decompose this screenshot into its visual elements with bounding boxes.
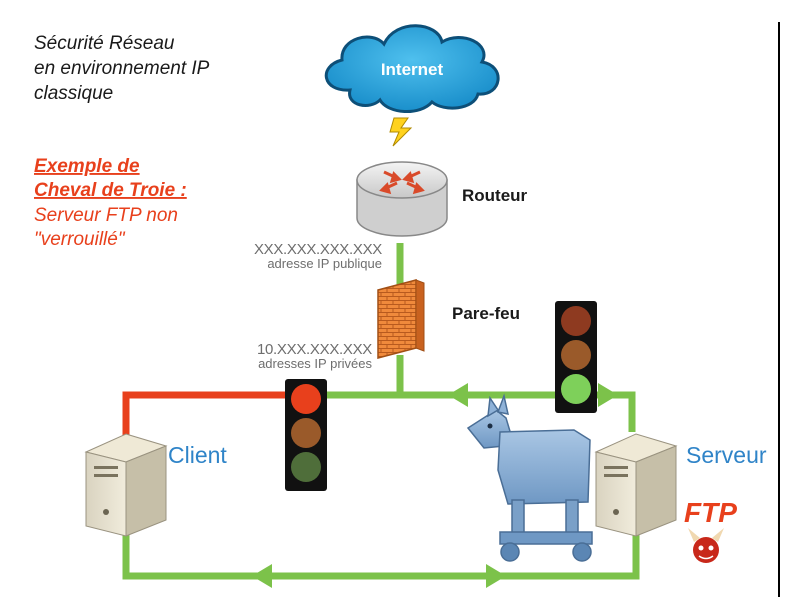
- arrow-left-icon: [448, 383, 468, 407]
- arrow-left-icon: [252, 564, 272, 588]
- arrow-right-icon: [486, 564, 506, 588]
- private-ip-address: 10.XXX.XXX.XXX: [257, 341, 372, 358]
- server-label: Serveur: [686, 442, 767, 468]
- traffic-light-icon: [555, 301, 597, 413]
- light-amber-off: [561, 340, 591, 370]
- lan-top-link: [315, 391, 636, 432]
- router-icon: [356, 161, 448, 237]
- trojan-horse-icon: [466, 393, 593, 562]
- brick-firewall-icon: [377, 279, 425, 359]
- tower-computer-icon: [84, 433, 168, 537]
- example-heading-2: Cheval de Troie :: [34, 180, 187, 201]
- daemon-icon: [688, 528, 724, 563]
- lan-bottom-link: [122, 532, 640, 580]
- ftp-label: FTP: [684, 497, 737, 528]
- private-ip-label: adresses IP privées: [258, 356, 372, 371]
- example-heading-1: Exemple de: [34, 156, 140, 177]
- client-blocked-link: [122, 391, 312, 436]
- title-line-3: classique: [34, 83, 113, 104]
- cloud-icon: Internet: [324, 24, 500, 114]
- tower-computer-icon: [594, 433, 678, 537]
- client-label: Client: [168, 442, 227, 468]
- example-caption: Exemple de Cheval de Troie : Serveur FTP…: [34, 156, 187, 250]
- lightning-icon: [389, 117, 413, 147]
- light-red-on: [291, 384, 321, 414]
- diagram-title: Sécurité Réseau en environnement IP clas…: [34, 33, 210, 104]
- firewall-label: Pare-feu: [452, 304, 520, 323]
- title-line-2: en environnement IP: [34, 58, 210, 79]
- internet-label: Internet: [381, 60, 444, 79]
- public-ip-label: adresse IP publique: [267, 256, 382, 271]
- arrow-right-icon: [598, 383, 618, 407]
- light-green-on: [561, 374, 591, 404]
- title-line-1: Sécurité Réseau: [34, 33, 175, 54]
- example-body-2: "verrouillé": [34, 229, 126, 250]
- router-label: Routeur: [462, 186, 528, 205]
- light-green-off: [291, 452, 321, 482]
- light-amber-off: [291, 418, 321, 448]
- public-ip-address: XXX.XXX.XXX.XXX: [254, 241, 382, 258]
- light-red-off: [561, 306, 591, 336]
- traffic-light-icon: [285, 379, 327, 491]
- network-links: [122, 243, 640, 588]
- example-body-1: Serveur FTP non: [34, 205, 178, 226]
